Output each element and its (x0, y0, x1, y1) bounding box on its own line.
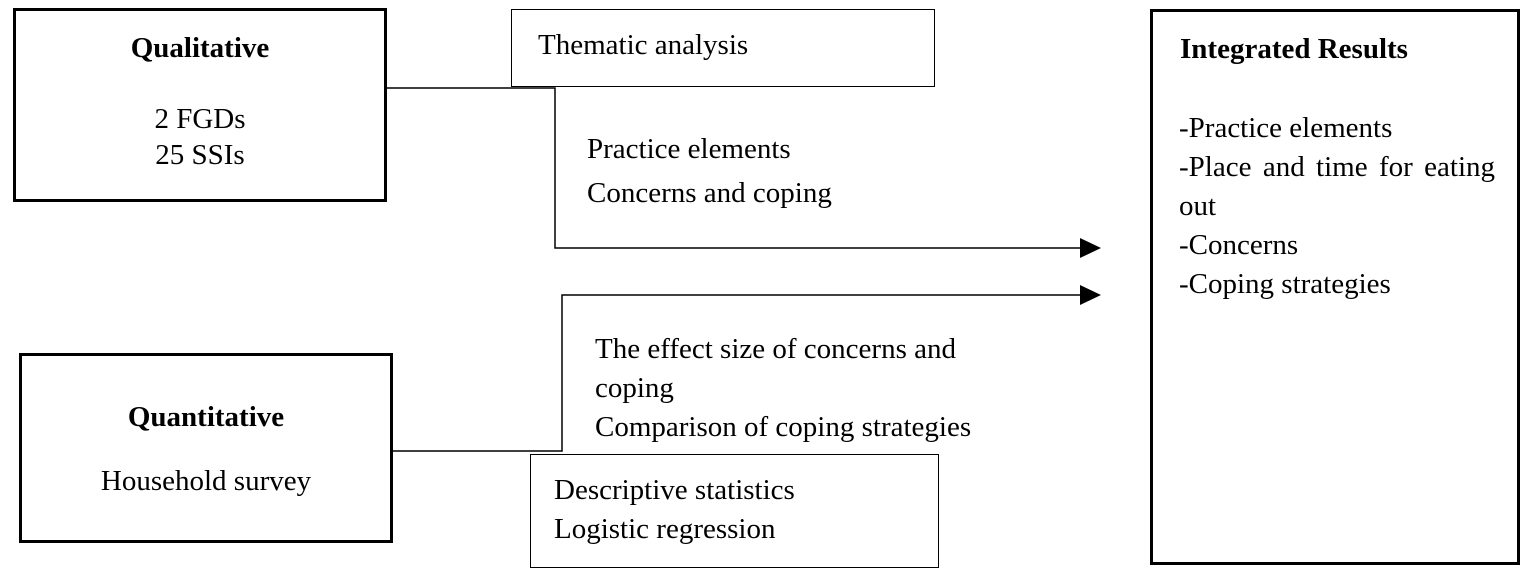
thematic-analysis-box: Thematic analysis (511, 9, 935, 87)
qualitative-box: Qualitative 2 FGDs 25 SSIs (13, 8, 387, 202)
quantitative-line: Household survey (100, 465, 312, 497)
integrated-results-title: Integrated Results (1180, 33, 1408, 65)
quantitative-box: Quantitative Household survey (19, 353, 393, 543)
qualitative-connector (386, 87, 1088, 249)
qual-output-line-1: Practice elements (587, 133, 791, 165)
integrated-item-2: -Place and time for eating out (1179, 151, 1495, 222)
integrated-results-box: Integrated Results -Practice elements -P… (1150, 9, 1520, 565)
descriptive-line-1: Descriptive statistics (554, 474, 795, 506)
quant-output-line-2: coping (595, 372, 674, 404)
qual-output-line-2: Concerns and coping (587, 177, 832, 209)
quantitative-connector (393, 294, 1088, 452)
quant-output-line-3: Comparison of coping strategies (595, 411, 972, 443)
qualitative-line-1: 2 FGDs (154, 103, 246, 135)
quantitative-arrowhead (1080, 285, 1101, 305)
integrated-item-1: -Practice elements (1179, 112, 1393, 144)
integrated-item-4: -Coping strategies (1179, 268, 1391, 300)
descriptive-line-2: Logistic regression (554, 513, 776, 545)
qualitative-arrowhead (1080, 238, 1101, 258)
qualitative-title: Qualitative (130, 32, 270, 64)
thematic-analysis-label: Thematic analysis (538, 29, 749, 61)
descriptive-stats-box: Descriptive statistics Logistic regressi… (530, 454, 939, 568)
integrated-item-3: -Concerns (1179, 229, 1299, 261)
qualitative-line-2: 25 SSIs (155, 139, 245, 171)
quantitative-title: Quantitative (127, 401, 285, 433)
quant-output-line-1: The effect size of concerns and (595, 333, 956, 365)
